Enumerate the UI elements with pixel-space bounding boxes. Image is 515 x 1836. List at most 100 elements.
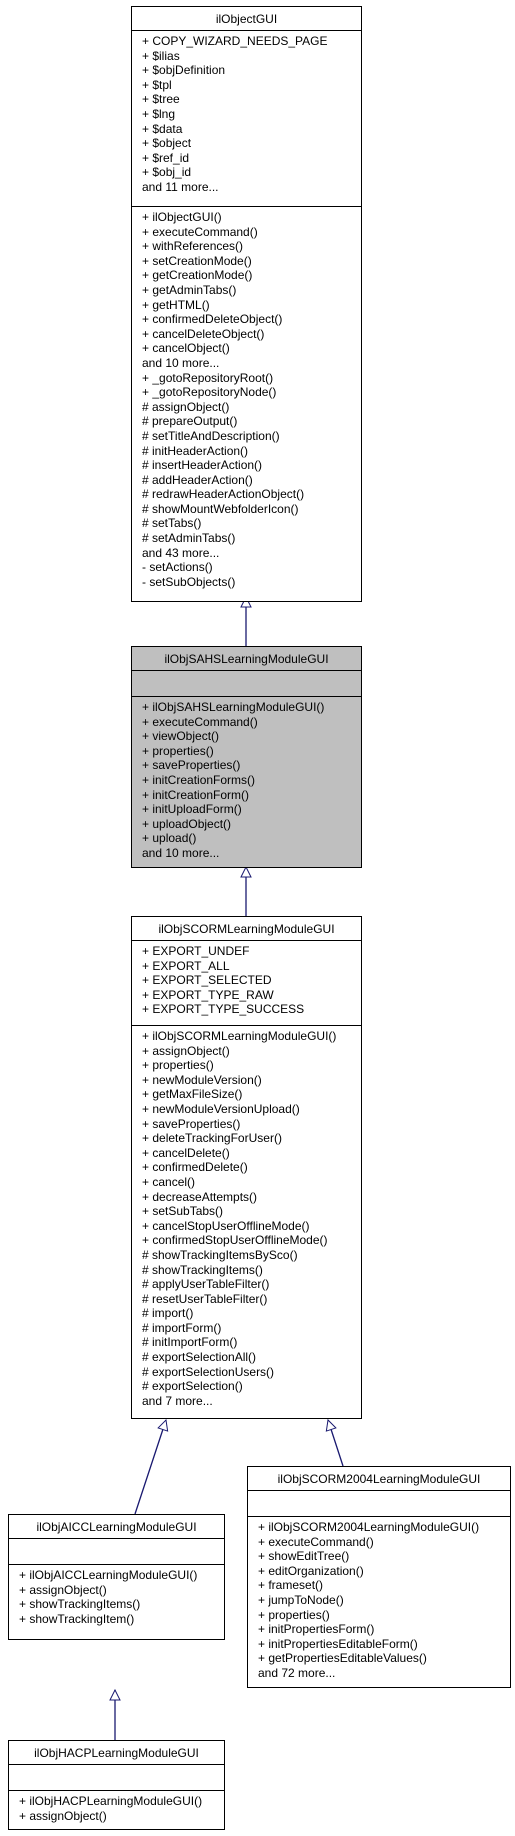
class-member: + editOrganization() — [258, 1563, 364, 1578]
class-member: + ilObjHACPLearningModuleGUI() — [19, 1794, 203, 1808]
class-member: + executeCommand() — [258, 1534, 374, 1549]
class-member: + _gotoRepositoryRoot() — [142, 370, 274, 385]
class-member: + $object — [142, 136, 192, 151]
class-member: + $ilias — [142, 48, 180, 63]
methods-section: + ilObjectGUI()+ executeCommand()+ withR… — [132, 207, 361, 601]
class-member: and 7 more... — [142, 1393, 213, 1408]
attributes-section: + COPY_WIZARD_NEEDS_PAGE+ $ilias+ $objDe… — [132, 31, 361, 207]
class-member: + uploadObject() — [142, 816, 232, 831]
class-member: + assignObject() — [19, 1582, 107, 1597]
class-member: # applyUserTableFilter() — [142, 1277, 270, 1292]
class-member: + $tpl — [142, 77, 172, 92]
class-box-ilObjectGUI[interactable]: ilObjectGUI + COPY_WIZARD_NEEDS_PAGE+ $i… — [131, 6, 362, 602]
class-member: + cancelStopUserOfflineMode() — [142, 1218, 310, 1233]
class-member: + executeCommand() — [142, 714, 258, 729]
methods-section: + ilObjSAHSLearningModuleGUI()+ executeC… — [132, 697, 361, 867]
class-box-ilObjSCORM2004LearningModuleGUI[interactable]: ilObjSCORM2004LearningModuleGUI + ilObjS… — [247, 1466, 511, 1688]
class-member: + EXPORT_SELECTED — [142, 973, 272, 988]
class-member: + saveProperties() — [142, 1116, 241, 1131]
class-member: + properties() — [258, 1607, 330, 1622]
class-member: # importForm() — [142, 1320, 222, 1335]
class-member: + initUploadForm() — [142, 802, 242, 817]
methods-section: + ilObjSCORMLearningModuleGUI()+ assignO… — [132, 1026, 361, 1418]
class-member: + getAdminTabs() — [142, 282, 237, 297]
class-member: + jumpToNode() — [258, 1592, 344, 1607]
class-member: # prepareOutput() — [142, 414, 238, 429]
class-member: + COPY_WIZARD_NEEDS_PAGE — [142, 34, 328, 48]
class-member: + $lng — [142, 106, 176, 121]
class-member: + decreaseAttempts() — [142, 1189, 258, 1204]
class-member: # showTrackingItems() — [142, 1262, 263, 1277]
class-member: and 72 more... — [258, 1665, 336, 1680]
class-member: # setTitleAndDescription() — [142, 428, 280, 443]
class-member: + ilObjAICCLearningModuleGUI() — [19, 1568, 198, 1582]
class-member: + deleteTrackingForUser() — [142, 1131, 282, 1146]
attributes-section — [9, 1539, 224, 1565]
class-title: ilObjectGUI — [132, 7, 361, 31]
attributes-section — [9, 1765, 224, 1791]
class-member: + initPropertiesForm() — [258, 1622, 375, 1637]
class-member: # showMountWebfolderIcon() — [142, 501, 299, 516]
class-member: # redrawHeaderActionObject() — [142, 487, 305, 502]
class-member: + newModuleVersion() — [142, 1072, 262, 1087]
class-member: + $tree — [142, 92, 180, 107]
class-member: + cancel() — [142, 1174, 196, 1189]
class-member: # initImportForm() — [142, 1335, 238, 1350]
class-title: ilObjSAHSLearningModuleGUI — [132, 647, 361, 671]
class-member: + showEditTree() — [258, 1549, 350, 1564]
class-member: + viewObject() — [142, 729, 220, 744]
class-member: + confirmedDeleteObject() — [142, 312, 283, 327]
class-member: + EXPORT_ALL — [142, 958, 230, 973]
class-member: + initCreationForm() — [142, 787, 250, 802]
class-member: + $ref_id — [142, 150, 190, 165]
class-member: + saveProperties() — [142, 758, 241, 773]
class-title: ilObjAICCLearningModuleGUI — [9, 1515, 224, 1539]
class-box-ilObjSAHSLearningModuleGUI[interactable]: ilObjSAHSLearningModuleGUI + ilObjSAHSLe… — [131, 646, 362, 868]
class-member: + cancelObject() — [142, 341, 230, 356]
class-box-ilObjHACPLearningModuleGUI[interactable]: ilObjHACPLearningModuleGUI + ilObjHACPLe… — [8, 1740, 225, 1830]
class-member: # exportSelectionUsers() — [142, 1364, 275, 1379]
edge-scorm2004-to-scorm — [328, 1420, 344, 1467]
class-member: # import() — [142, 1306, 194, 1321]
class-member: + EXPORT_TYPE_RAW — [142, 987, 274, 1002]
class-member: + $obj_id — [142, 165, 192, 180]
class-member: + cancelDeleteObject() — [142, 326, 265, 341]
methods-section: + ilObjHACPLearningModuleGUI()+ assignOb… — [9, 1791, 224, 1829]
class-member: + properties() — [142, 1058, 214, 1073]
class-member: + cancelDelete() — [142, 1145, 230, 1160]
class-member: + _gotoRepositoryNode() — [142, 385, 277, 400]
class-member: + ilObjSCORM2004LearningModuleGUI() — [258, 1520, 480, 1534]
class-member: + ilObjSAHSLearningModuleGUI() — [142, 700, 325, 714]
attributes-section — [132, 671, 361, 697]
class-member: + executeCommand() — [142, 224, 258, 239]
class-member: # resetUserTableFilter() — [142, 1291, 268, 1306]
edge-aicc-to-scorm — [134, 1420, 166, 1515]
class-member: # initHeaderAction() — [142, 443, 249, 458]
class-member: # showTrackingItemsBySco() — [142, 1247, 298, 1262]
attributes-section — [248, 1491, 510, 1517]
class-member: # exportSelectionAll() — [142, 1350, 257, 1365]
class-member: + showTrackingItems() — [19, 1597, 141, 1612]
class-member: # assignObject() — [142, 399, 230, 414]
class-member: + showTrackingItem() — [19, 1611, 135, 1626]
class-member: + withReferences() — [142, 239, 244, 254]
class-member: + getHTML() — [142, 297, 210, 312]
class-member: + getPropertiesEditableValues() — [258, 1651, 427, 1666]
class-title: ilObjSCORM2004LearningModuleGUI — [248, 1467, 510, 1491]
class-member: # setTabs() — [142, 516, 202, 531]
class-member: + confirmedStopUserOfflineMode() — [142, 1233, 328, 1248]
class-box-ilObjAICCLearningModuleGUI[interactable]: ilObjAICCLearningModuleGUI + ilObjAICCLe… — [8, 1514, 225, 1640]
class-member: + getMaxFileSize() — [142, 1087, 243, 1102]
class-member: + initCreationForms() — [142, 772, 256, 787]
class-member: - setSubObjects() — [142, 574, 236, 589]
class-member: and 43 more... — [142, 545, 220, 560]
class-member: and 10 more... — [142, 355, 220, 370]
class-member: # setAdminTabs() — [142, 531, 236, 546]
attributes-section: + EXPORT_UNDEF+ EXPORT_ALL+ EXPORT_SELEC… — [132, 941, 361, 1026]
class-box-ilObjSCORMLearningModuleGUI[interactable]: ilObjSCORMLearningModuleGUI + EXPORT_UND… — [131, 916, 362, 1419]
class-member: + upload() — [142, 831, 197, 846]
class-member: + setCreationMode() — [142, 253, 252, 268]
class-member: + EXPORT_TYPE_SUCCESS — [142, 1002, 305, 1017]
class-member: + assignObject() — [19, 1808, 107, 1823]
class-member: + setSubTabs() — [142, 1204, 224, 1219]
